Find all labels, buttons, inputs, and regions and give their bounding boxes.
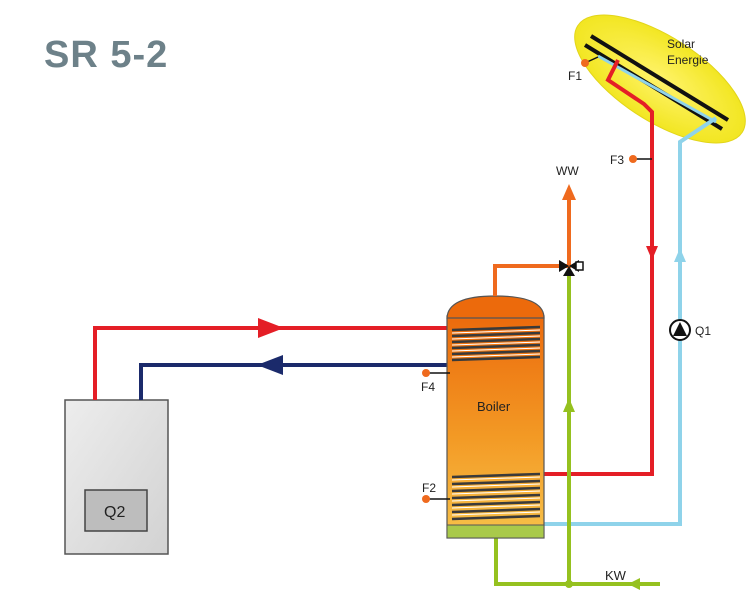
label-q2: Q2	[104, 504, 125, 521]
label-f4: F4	[421, 380, 435, 394]
lower-coil-highlight	[451, 476, 541, 516]
flow-arrow-left-icon	[257, 355, 283, 375]
flow-arrow-right-icon	[258, 318, 284, 338]
junction-dot	[565, 580, 573, 588]
sensor-f1	[581, 56, 599, 67]
solar-supply-line	[540, 59, 654, 476]
flow-arrow-down-icon	[646, 246, 658, 260]
pump-q1-icon	[669, 319, 691, 341]
label-f2: F2	[422, 481, 436, 495]
sensor-f3	[629, 155, 652, 163]
sensor-f4	[422, 369, 450, 377]
diagram-title: SR 5-2	[44, 34, 169, 76]
heater-q2-panel	[84, 489, 148, 532]
label-f3: F3	[610, 153, 624, 167]
mixing-valve-icon	[559, 260, 584, 276]
cold-water-line	[494, 535, 660, 586]
heater-return-line	[139, 363, 452, 400]
flow-arrow-up-orange-icon	[562, 184, 576, 200]
label-ww: WW	[556, 164, 579, 178]
upper-coil-highlight	[451, 329, 541, 358]
solar-collector	[583, 34, 730, 131]
label-boiler: Boiler	[477, 399, 511, 414]
label-f1: F1	[568, 69, 582, 83]
flow-arrow-up-green-icon	[563, 398, 575, 412]
solar-label-line2: Energie	[667, 53, 709, 67]
flow-arrow-up-icon	[674, 248, 686, 262]
warm-water-line	[493, 196, 571, 296]
heater-supply-line	[93, 326, 452, 400]
label-q1: Q1	[695, 324, 711, 338]
label-kw: KW	[605, 568, 627, 583]
upper-heat-exchanger-coil	[451, 325, 541, 362]
sensor-f2	[422, 495, 450, 503]
lower-heat-exchanger-coil	[451, 472, 541, 521]
flow-arrow-left-green-icon	[628, 578, 640, 590]
solar-label-line1: Solar	[667, 37, 695, 51]
solar-return-line	[540, 116, 718, 526]
